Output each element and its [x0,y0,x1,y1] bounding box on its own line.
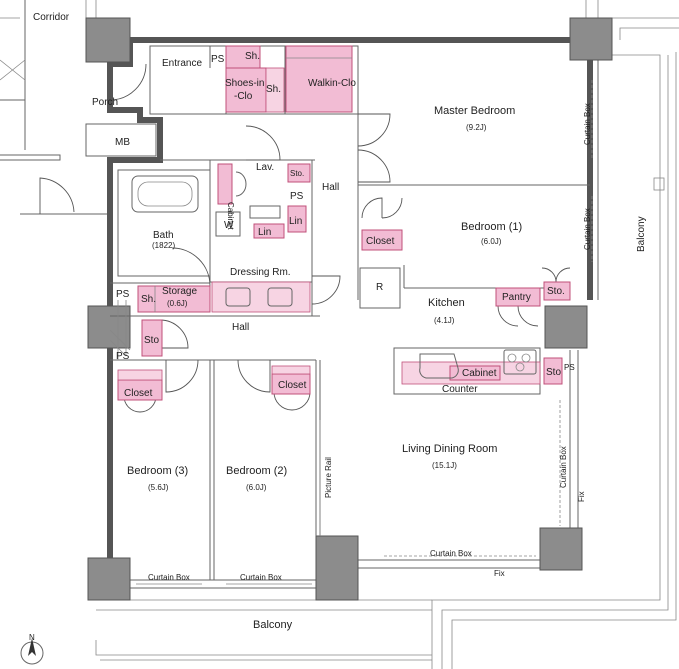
column [87,557,131,601]
label-master-bedroom: Master Bedroom [434,105,515,117]
column [315,535,359,601]
label-curtain-box: Curtain Box [148,573,190,582]
label-corridor: Corridor [33,12,70,23]
washer [215,211,241,237]
kitchen-cabinet [449,365,501,381]
label-balcony-south: Balcony [253,619,293,631]
label-living-dining: Living Dining Room [402,443,497,455]
label-fix: Fix [577,491,586,502]
linen-shelf-2 [253,223,285,239]
label-ps-counter: PS [564,363,575,372]
storage-zones [117,45,571,401]
linen-shelf [287,205,307,233]
label-storage: Storage [162,286,197,297]
label-lav-storage: Sto. [290,169,304,178]
label-shoe-shelf: Sh. [245,51,260,62]
structural-columns [85,17,613,601]
label-linen: Lin [289,216,302,227]
closet-bedroom1 [361,229,403,251]
bathtub [131,175,199,213]
label-washer: W [224,220,234,231]
room-labels: Corridor Entrance PS Sh. Shoes-in -Clo S… [33,12,647,631]
north-label: N [29,633,35,642]
lav-storage [287,163,311,183]
label-counter-storage: Sto [546,367,561,378]
label-entrance: Entrance [162,58,202,69]
exterior-walls [107,37,599,589]
label-hall-upper: Hall [322,182,339,193]
stove [503,349,537,375]
label-ps-left: PS [116,289,130,300]
label-curtain-box: Curtain Box [240,573,282,582]
label-shoe-shelf-2: Sh. [266,84,281,95]
refrigerator [359,267,401,309]
label-curtain-box: Curtain Box [583,208,592,250]
pantry [495,287,541,307]
label-bedroom3: Bedroom (3) [127,465,188,477]
shoe-storage [137,285,211,313]
label-kitchen-size: (4.1J) [434,316,455,325]
label-counter: Counter [442,384,478,395]
kitchen-storage [543,281,571,301]
label-kitchen: Kitchen [428,297,465,309]
column [85,17,131,63]
label-linen-2: Lin [258,227,271,238]
label-bedroom2-size: (6.0J) [246,483,267,492]
window-lines [136,80,593,585]
column [544,305,588,349]
label-bedroom3-size: (5.6J) [148,483,169,492]
walkin-closet [285,45,353,113]
label-shoe-storage-sh: Sh. [141,294,156,305]
label-bedroom2: Bedroom (2) [226,465,287,477]
label-dressing-room: Dressing Rm. [230,267,291,278]
label-ps: PS [211,54,225,65]
label-bedroom1-size: (6.0J) [481,237,502,246]
label-living-dining-size: (15.1J) [432,461,457,470]
label-shoes-in-closet: Shoes-in [225,78,264,89]
label-ps-lav: PS [290,191,304,202]
label-porch: Porch [92,97,118,108]
label-bedroom1: Bedroom (1) [461,221,522,233]
label-closet-bedroom3: Closet [124,388,153,399]
interior-walls [110,45,590,580]
label-bath: Bath [153,230,174,241]
label-shoes-in-closet-2: -Clo [234,91,253,102]
shoes-in-closet [225,67,267,113]
label-picture-rail: Picture Rail [324,457,333,498]
column [539,527,583,571]
label-pantry: Pantry [502,292,531,303]
label-kitchen-cabinet: Cabinet [462,368,497,379]
label-walkin-closet: Walkin-Clo [308,78,356,89]
label-hall-storage: Sto [144,335,159,346]
lav-cabinet [217,163,233,205]
label-closet-bedroom1: Closet [366,236,395,247]
label-refrigerator: R [376,282,383,293]
column [569,17,613,61]
fixtures [109,171,537,536]
label-storage-size: (0.6J) [167,299,188,308]
hall-storage [141,319,163,357]
label-kitchen-storage: Sto. [547,286,565,297]
column [87,305,131,349]
label-balcony-east: Balcony [636,216,647,252]
label-curtain-box: Curtain Box [430,549,472,558]
label-hall-lower: Hall [232,322,249,333]
label-bath-size: (1822) [152,241,175,250]
label-fix-2: Fix [494,569,505,578]
counter-storage [543,357,563,385]
label-mb: MB [115,137,130,148]
label-curtain-box: Curtain Box [559,446,568,488]
label-closet-bedroom2: Closet [278,380,307,391]
doors [109,63,571,413]
corridor-area [0,0,157,215]
label-lav-cabinet: Cabinet [226,202,235,230]
label-lav: Lav. [256,162,274,173]
label-master-bedroom-size: (9.2J) [466,123,487,132]
north-arrow-icon [28,638,36,656]
north-arrow: N [20,633,44,665]
label-ps-left-2: PS [116,351,130,362]
label-curtain-box: Curtain Box [583,103,592,145]
